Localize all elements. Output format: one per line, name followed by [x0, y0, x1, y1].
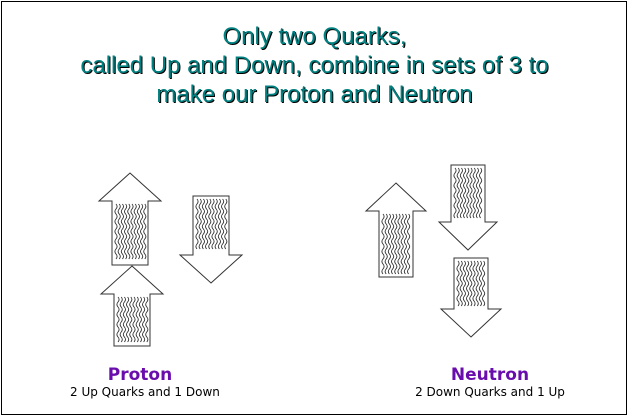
wave-line: [120, 203, 124, 260]
proton-up-quark-arrow-1: [97, 172, 163, 266]
wave-line: [475, 260, 479, 307]
wave-line: [475, 167, 479, 219]
wave-line: [114, 203, 118, 260]
proton-name: Proton: [107, 365, 173, 385]
wave-line: [407, 213, 411, 275]
wave-line: [453, 167, 457, 219]
wave-line: [201, 198, 205, 250]
wave-line: [129, 296, 133, 343]
proton-description: 2 Up Quarks and 1 Down: [70, 385, 220, 399]
wave-line: [456, 260, 460, 307]
wave-line: [140, 203, 144, 260]
wave-line: [456, 167, 460, 219]
wave-line: [143, 203, 147, 260]
wave-line: [142, 296, 146, 343]
wave-line: [462, 260, 466, 307]
wave-line: [132, 296, 136, 343]
arrow-outline: [439, 257, 503, 338]
slide-title: Only two Quarks, called Up and Down, com…: [0, 22, 629, 109]
neutron-up-quark-arrow: [364, 182, 428, 278]
wave-line: [472, 260, 476, 307]
wave-line: [133, 203, 137, 260]
wave-line: [126, 296, 130, 343]
wave-line: [117, 203, 121, 260]
wave-line: [469, 167, 473, 219]
proton-label: Proton 2 Up Quarks and 1 Down: [70, 365, 220, 399]
wave-line: [466, 260, 470, 307]
wave-line: [138, 296, 142, 343]
wave-line: [130, 203, 134, 260]
wave-line: [195, 198, 199, 250]
proton-quarks: [97, 172, 244, 347]
wave-line: [469, 260, 473, 307]
wave-line: [205, 198, 209, 250]
arrow-outline: [178, 195, 244, 284]
title-line-2: called Up and Down, combine in sets of 3…: [80, 52, 549, 79]
wave-line: [478, 260, 482, 307]
arrow-outline: [437, 164, 499, 251]
wave-line: [400, 213, 404, 275]
wave-line: [211, 198, 215, 250]
arrow-outline: [99, 265, 165, 347]
wave-line: [217, 198, 221, 250]
neutron-label: Neutron 2 Down Quarks and 1 Up: [400, 365, 580, 399]
arrow-outline: [97, 172, 163, 266]
wave-line: [482, 260, 486, 307]
title-line-3: make our Proton and Neutron: [156, 81, 473, 108]
wave-line: [397, 213, 401, 275]
neutron-description: 2 Down Quarks and 1 Up: [415, 385, 565, 399]
arrow-outline: [364, 182, 428, 278]
proton-down-quark-arrow: [178, 195, 244, 284]
wave-line: [472, 167, 476, 219]
neutron-down-quark-arrow-2: [439, 257, 503, 338]
wave-line: [394, 213, 398, 275]
wave-line: [403, 213, 407, 275]
wave-line: [214, 198, 218, 250]
wave-line: [459, 260, 463, 307]
wave-line: [221, 198, 225, 250]
wave-line: [198, 198, 202, 250]
wave-line: [124, 203, 128, 260]
neutron-down-quark-arrow-1: [437, 164, 499, 251]
wave-line: [127, 203, 131, 260]
wave-line: [384, 213, 388, 275]
wave-line: [387, 213, 391, 275]
wave-line: [122, 296, 126, 343]
title-line-1: Only two Quarks,: [222, 23, 407, 50]
wave-line: [116, 296, 120, 343]
wave-line: [466, 167, 470, 219]
wave-line: [136, 203, 140, 260]
neutron-name: Neutron: [450, 365, 530, 385]
wave-line: [391, 213, 395, 275]
wave-line: [479, 167, 483, 219]
wave-line: [459, 167, 463, 219]
neutron-quarks: [364, 164, 503, 338]
proton-up-quark-arrow-2: [99, 265, 165, 347]
wave-line: [135, 296, 139, 343]
wave-line: [224, 198, 228, 250]
wave-line: [463, 167, 467, 219]
wave-line: [381, 213, 385, 275]
wave-line: [119, 296, 123, 343]
wave-line: [208, 198, 212, 250]
wave-line: [145, 296, 149, 343]
